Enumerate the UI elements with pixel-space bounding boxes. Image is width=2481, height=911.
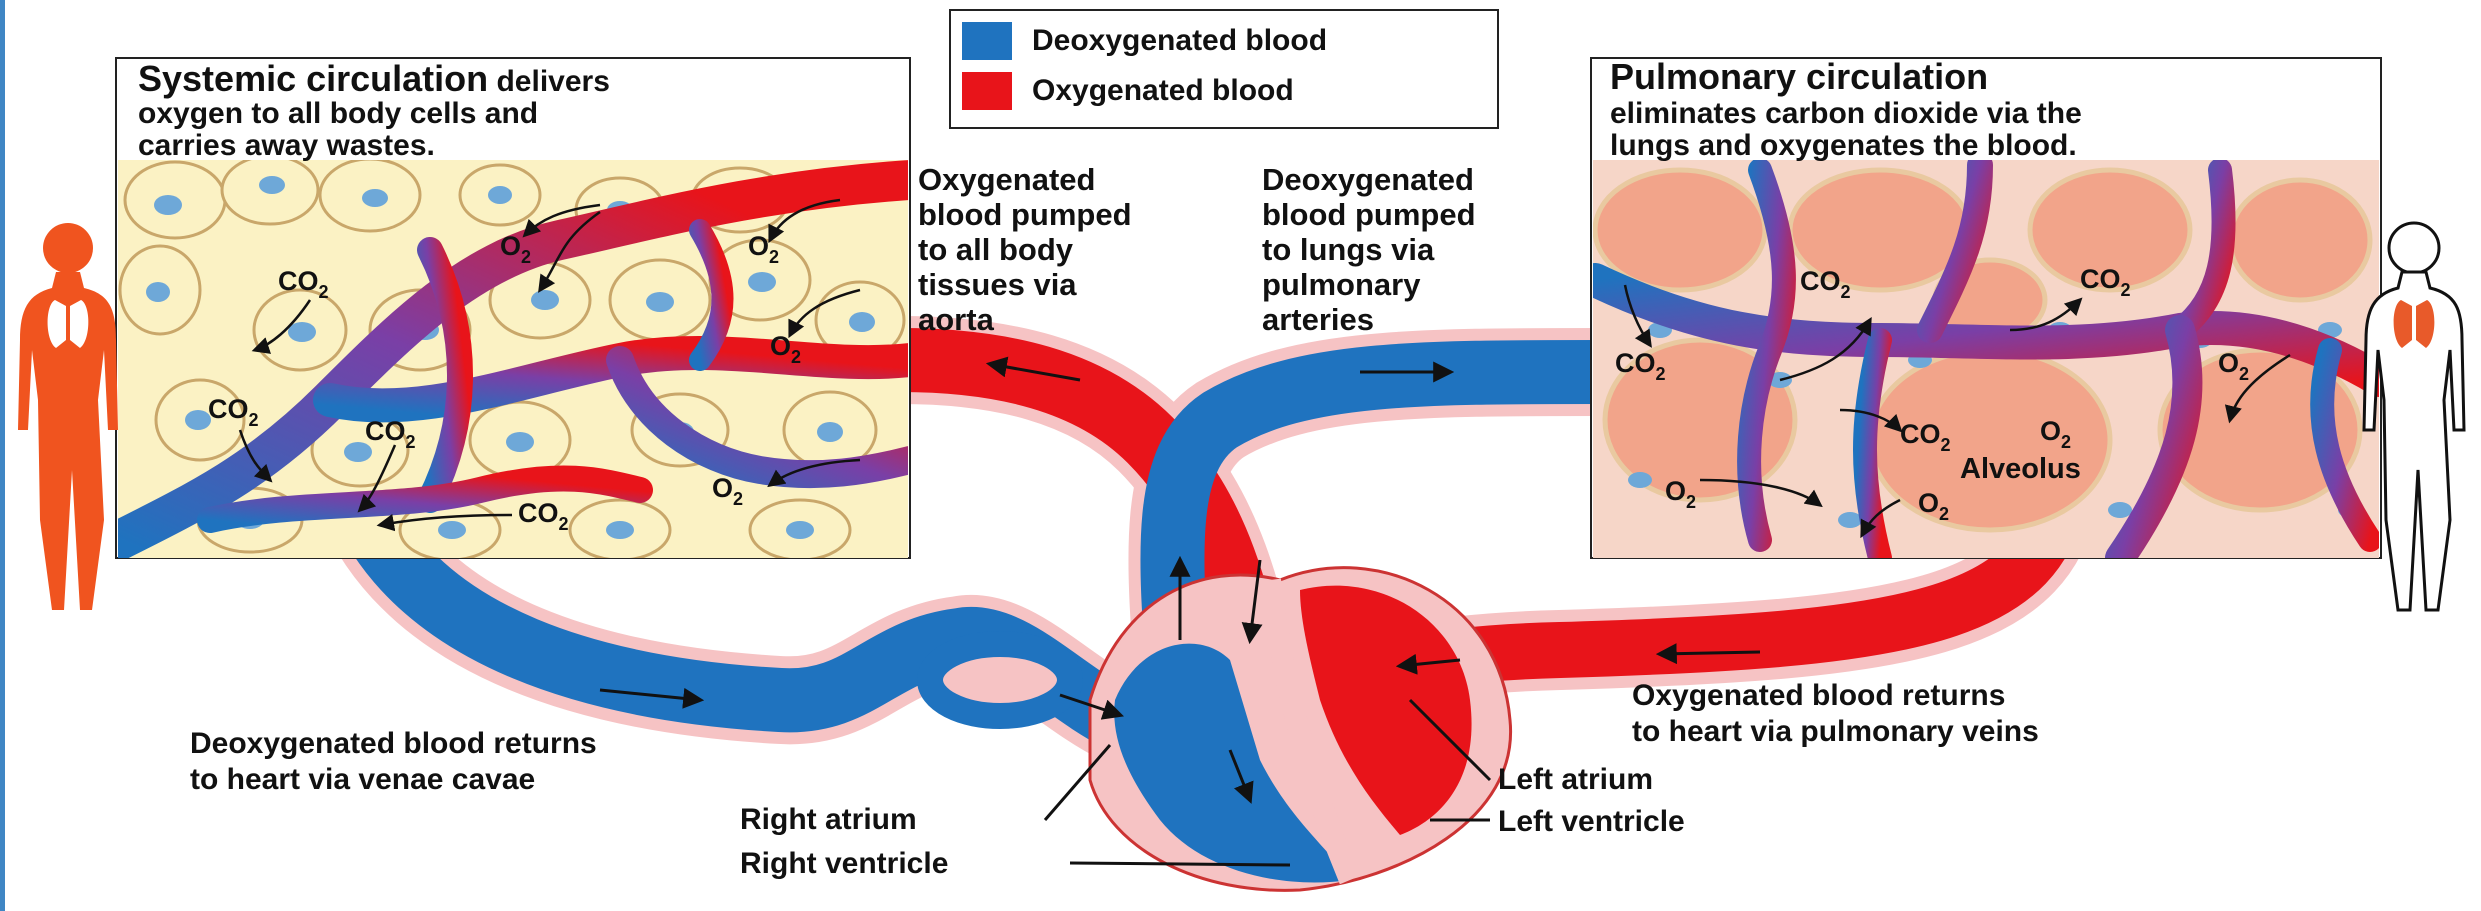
vena-cava-loop — [930, 644, 1070, 716]
pulmonary-arteries-line: blood pumped — [1262, 197, 1476, 232]
aorta-line: blood pumped — [918, 197, 1132, 232]
legend-label-oxygenated: Oxygenated blood — [1032, 72, 1294, 110]
aorta-line: to all body — [918, 232, 1073, 267]
right-ventricle-label: Right ventricle — [740, 846, 948, 881]
pulmonary-veins-line: Oxygenated blood returns — [1632, 678, 2005, 713]
left-atrium-label: Left atrium — [1498, 762, 1653, 797]
legend-swatch-deoxygenated — [962, 22, 1012, 60]
aorta-line: aorta — [918, 302, 994, 337]
pulmonary-arteries-line: pulmonary — [1262, 267, 1420, 302]
legend-swatch-oxygenated — [962, 72, 1012, 110]
systemic-desc-line2: oxygen to all body cells and — [138, 96, 538, 131]
systemic-title-strong: Systemic circulation — [138, 58, 488, 99]
venae-cavae-line: to heart via venae cavae — [190, 762, 535, 797]
alveolus-label: Alveolus — [1960, 452, 2081, 487]
female-silhouette-systemic — [18, 223, 118, 610]
aorta-line: tissues via — [918, 267, 1077, 302]
systemic-title: Systemic circulation delivers — [138, 60, 610, 99]
right-atrium-label: Right atrium — [740, 802, 917, 837]
pulmonary-desc-line2: eliminates carbon dioxide via the — [1610, 96, 2082, 131]
systemic-title-rest: delivers — [488, 65, 610, 98]
heart — [1090, 568, 1511, 891]
venae-cavae-line: Deoxygenated blood returns — [190, 726, 597, 761]
left-ventricle-label: Left ventricle — [1498, 804, 1685, 839]
systemic-desc-line3: carries away wastes. — [138, 128, 435, 163]
legend-label-deoxygenated: Deoxygenated blood — [1032, 22, 1327, 60]
pulmonary-arteries-line: Deoxygenated — [1262, 162, 1474, 197]
pulmonary-arteries-line: to lungs via — [1262, 232, 1434, 267]
pulmonary-title: Pulmonary circulation — [1610, 58, 1988, 96]
pulmonary-veins-line: to heart via pulmonary veins — [1632, 714, 2039, 749]
aorta-line: Oxygenated — [918, 162, 1095, 197]
pulmonary-arteries-line: arteries — [1262, 302, 1374, 337]
pulmonary-desc-line3: lungs and oxygenates the blood. — [1610, 128, 2077, 163]
